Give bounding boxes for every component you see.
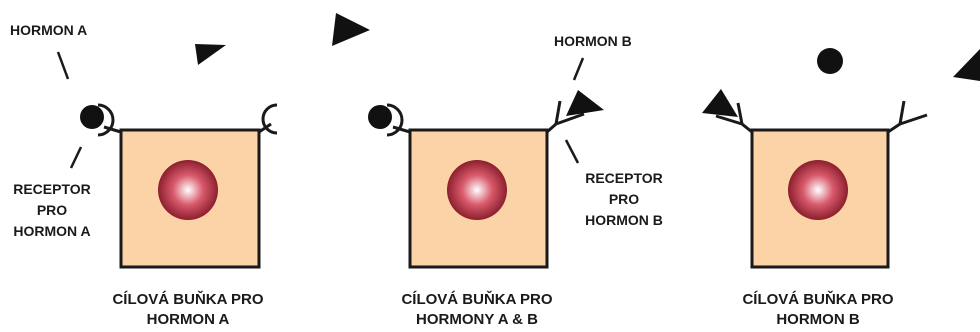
caption-line1: CÍLOVÁ BUŇKA PRO — [112, 290, 263, 308]
hormone-a-circle-icon — [817, 48, 843, 74]
receptor-b-label-line3: HORMON B — [585, 212, 663, 228]
caption-line1: CÍLOVÁ BUŇKA PRO — [401, 290, 552, 308]
caption-line2: HORMON B — [776, 311, 859, 328]
receptor-a-pointer-line — [71, 147, 81, 168]
caption-line1: CÍLOVÁ BUŇKA PRO — [742, 290, 893, 308]
hormone-b-triangle-icon — [332, 13, 370, 46]
receptor-b-label-line1: RECEPTOR — [585, 170, 663, 186]
receptor-b-label-line2: PRO — [609, 191, 639, 207]
hormone-a-circle-icon — [368, 105, 392, 129]
caption-line2: HORMON A — [147, 311, 230, 328]
cell-nucleus — [158, 160, 218, 220]
receptor-a-icon — [259, 105, 277, 133]
hormone-b-triangle-icon — [953, 49, 980, 81]
caption-line2: HORMONY A & B — [416, 311, 538, 328]
hormone-b-triangle-icon — [702, 89, 738, 117]
receptor-a-label-line1: RECEPTOR — [13, 181, 91, 197]
receptor-b-pointer-line — [566, 140, 578, 163]
hormone-b-label: HORMON B — [554, 33, 632, 49]
hormone-b-pointer-line — [574, 58, 583, 80]
hormone-a-pointer-line — [58, 52, 68, 79]
receptor-a-label-line2: PRO — [37, 202, 67, 218]
hormone-b-triangle-icon — [566, 90, 604, 116]
hormone-a-circle-icon — [80, 105, 104, 129]
receptor-a-label-line3: HORMON A — [13, 223, 90, 239]
panel-target-cell-a-b: HORMON B RECEPTOR PRO HORMON B CÍLOVÁ BU… — [368, 33, 663, 328]
receptor-b-icon — [888, 101, 927, 132]
cell-nucleus — [447, 160, 507, 220]
hormone-b-triangle-icon — [195, 44, 226, 65]
cell-nucleus — [788, 160, 848, 220]
panel-target-cell-b: CÍLOVÁ BUŇKA PRO HORMON B — [702, 48, 980, 328]
hormone-a-label: HORMON A — [10, 22, 87, 38]
panel-target-cell-a: HORMON A RECEPTOR PRO HORMON A CÍLOVÁ BU… — [10, 13, 370, 328]
